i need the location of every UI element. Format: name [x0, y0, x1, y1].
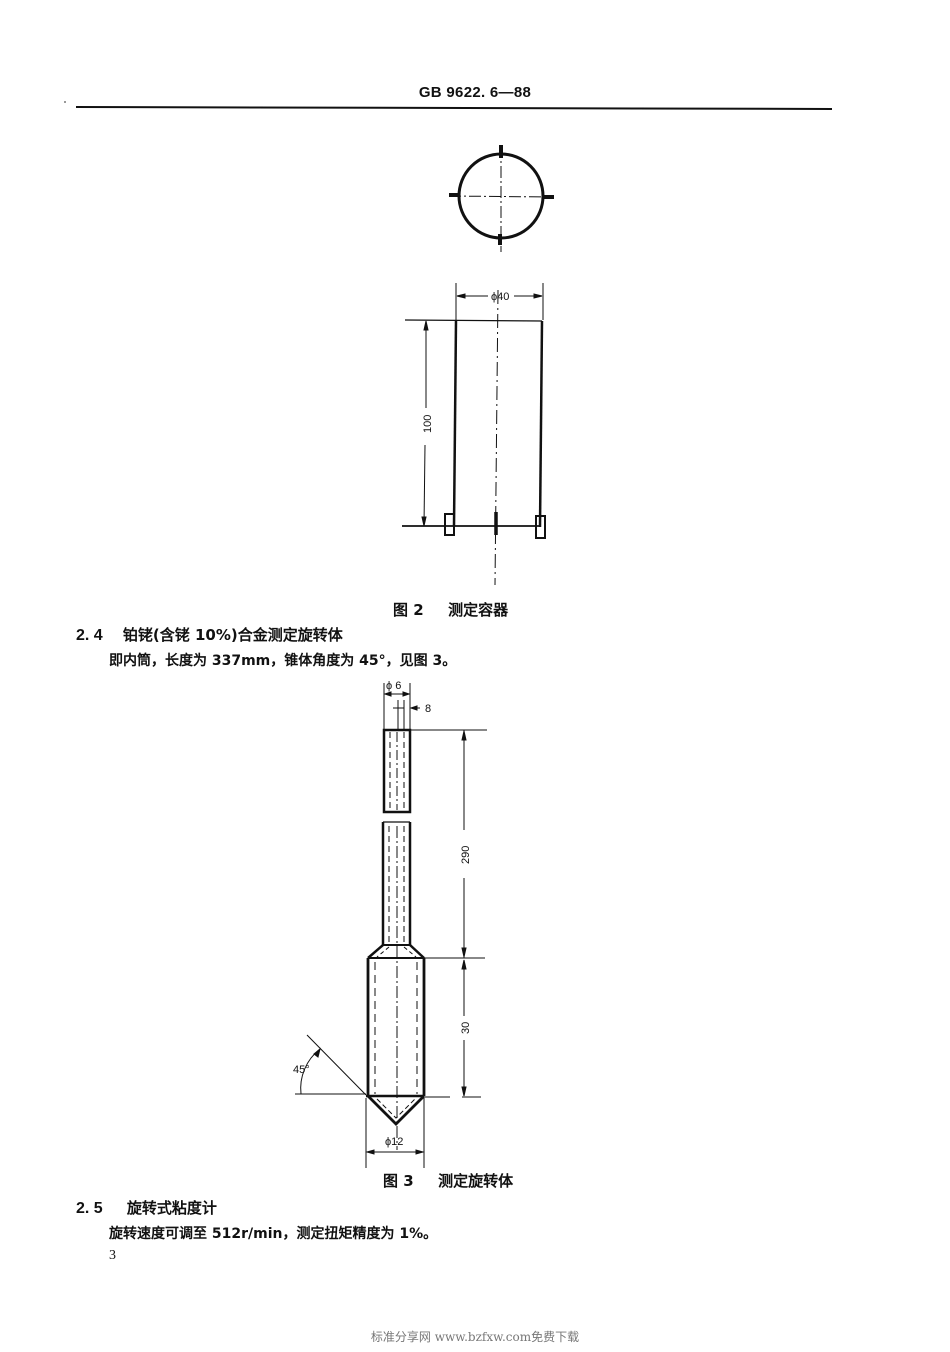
figure-2-number: 图 2: [393, 601, 424, 619]
scan-mark: [64, 101, 66, 103]
rotor-shaft: [295, 683, 487, 1168]
section-number: 2. 5: [76, 1200, 103, 1217]
dim-cone-angle-45: 45°: [293, 1064, 310, 1076]
container-side-view: [402, 283, 546, 586]
standard-code-header: GB 9622. 6—88: [418, 84, 532, 101]
dim-inner-width-8: 8: [425, 703, 431, 715]
figure-2-drawing: ϕ40 100: [402, 145, 554, 586]
page-number: 3: [109, 1248, 116, 1263]
section-2-5-heading: 2. 5 旋转式粘度计: [76, 1197, 217, 1218]
dim-body-diameter-12: ϕ12: [385, 1136, 403, 1148]
section-title: 旋转式粘度计: [126, 1199, 217, 1217]
dim-shaft-length-290: 290: [460, 846, 472, 864]
section-title: 铂铑(含铑 10%)合金测定旋转体: [122, 626, 343, 644]
figure-2-title: 测定容器: [448, 601, 509, 619]
section-2-5-body: 旋转速度可调至 512r/min，测定扭矩精度为 1%。: [109, 1226, 438, 1242]
dim-shaft-diameter-6: ϕ 6: [386, 680, 401, 692]
figure-3-drawing: ϕ 6 8 290 30 45° ϕ12: [293, 680, 487, 1168]
section-2-4-body: 即内筒，长度为 337mm，锥体角度为 45°，见图 3。: [109, 653, 457, 669]
section-number: 2. 4: [76, 627, 103, 644]
container-top-view: [448, 145, 554, 252]
section-2-4-heading: 2. 4 铂铑(含铑 10%)合金测定旋转体: [76, 624, 343, 645]
figure-3-number: 图 3: [383, 1172, 414, 1190]
dim-height-100: 100: [422, 415, 434, 433]
dim-body-length-30: 30: [460, 1022, 472, 1034]
dim-diameter-40: ϕ40: [491, 291, 509, 303]
figure-3-title: 测定旋转体: [438, 1172, 514, 1190]
footer-watermark: 标准分享网 www.bzfxw.com免费下载: [370, 1330, 580, 1344]
